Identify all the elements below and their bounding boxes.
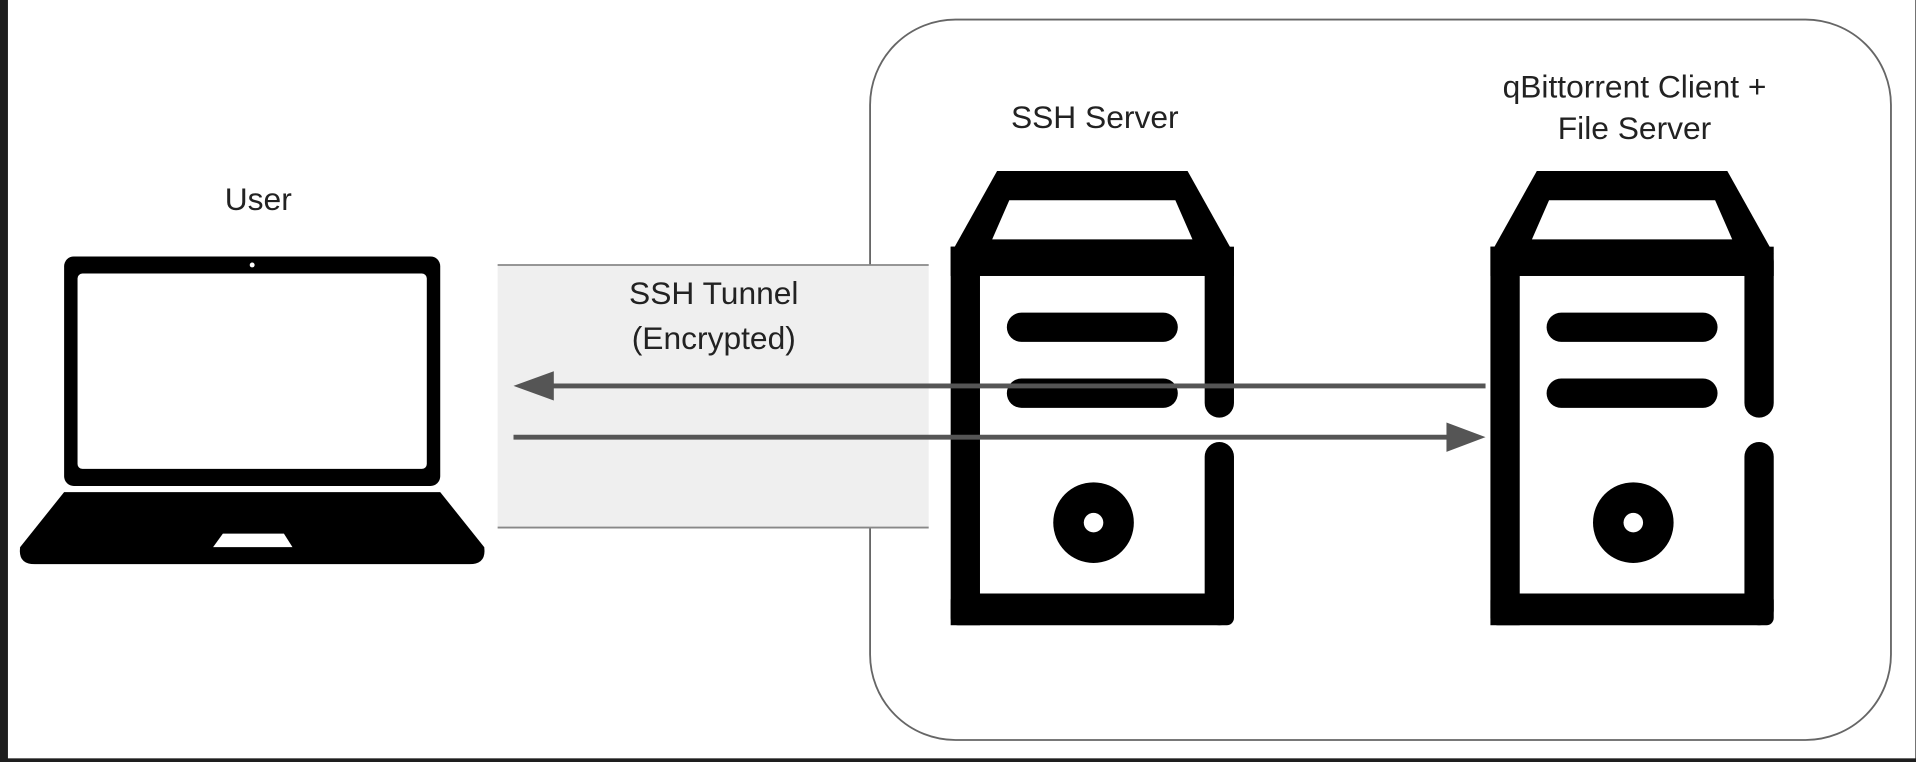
arrow-response (513, 371, 1486, 401)
qbittorrent-server-icon (1490, 170, 1774, 626)
laptop-icon (19, 256, 485, 565)
qbittorrent-label-line2: File Server (1558, 110, 1712, 146)
arrow-request (513, 422, 1486, 452)
ssh-server-label: SSH Server (1011, 99, 1179, 135)
tunnel-label-line1: SSH Tunnel (629, 275, 798, 311)
user-label: User (225, 181, 292, 217)
tunnel-label-line2: (Encrypted) (632, 320, 796, 356)
ssh-server-icon (950, 170, 1234, 626)
ssh-tunnel (497, 264, 929, 529)
qbittorrent-label-line1: qBittorrent Client + (1503, 69, 1767, 105)
